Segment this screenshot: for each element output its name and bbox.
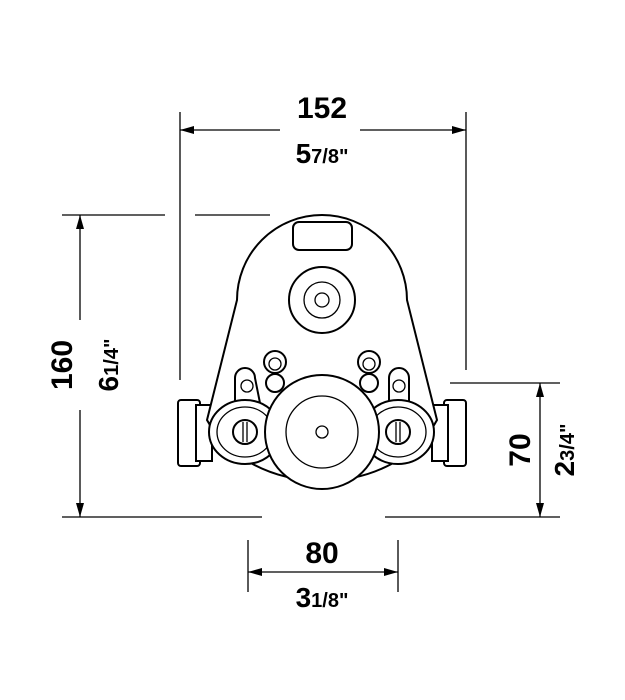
dim-160-mm: 160	[46, 340, 79, 390]
top-slot	[292, 221, 353, 251]
center-cartridge	[264, 374, 380, 490]
dim-70-inch: 23/4"	[549, 424, 580, 477]
dimension-height-total: 160 61/4"	[46, 214, 270, 518]
valve-body	[177, 214, 467, 490]
dim-152-inch: 57/8"	[296, 138, 349, 169]
dim-70-mm: 70	[504, 433, 537, 466]
upper-port	[288, 266, 356, 334]
dimension-width-total: 152 57/8"	[179, 92, 467, 380]
dim-80-mm: 80	[305, 537, 338, 570]
dimension-pipe-height: 70 23/4"	[385, 382, 580, 518]
dim-152-mm: 152	[297, 92, 347, 125]
dim-80-inch: 31/8"	[296, 582, 349, 613]
dim-160-inch: 61/4"	[93, 339, 124, 392]
dimension-pipe-spacing: 80 31/8"	[247, 537, 399, 613]
